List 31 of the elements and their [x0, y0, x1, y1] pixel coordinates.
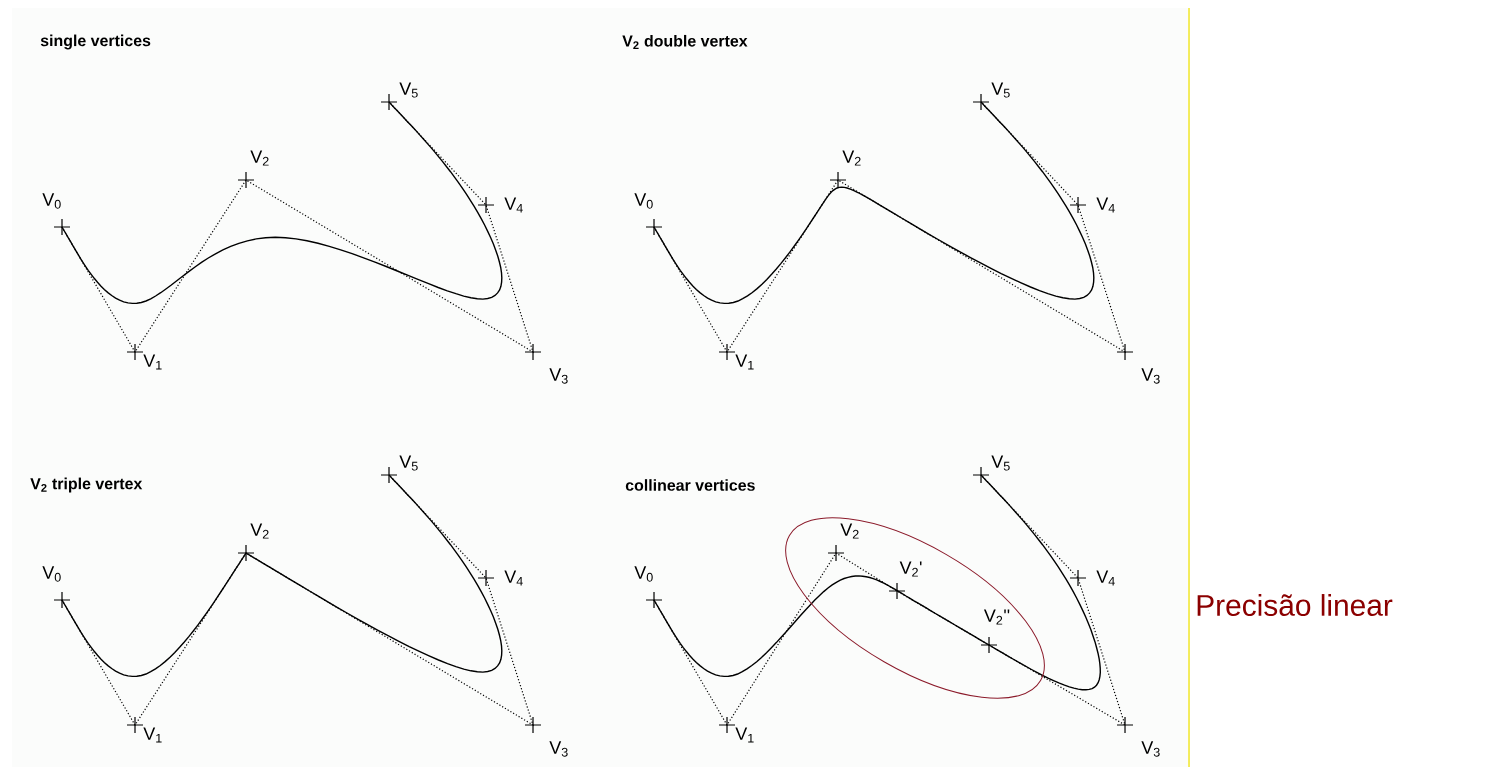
vertex-label: V$_{5}$ [399, 82, 418, 98]
vertex-label: V$_{2}$ [840, 523, 859, 539]
panel-title: collinear vertices [625, 479, 755, 491]
vertex-label: V$_{5}$ [399, 455, 418, 471]
vertex-label: V$_{2}$'' [983, 609, 1010, 625]
vertex-label: V$_{2}$' [899, 561, 922, 577]
vertex-label: V$_{1}$ [735, 354, 754, 370]
annotation-text: Precisão linear [1197, 594, 1393, 616]
vertex-label: V$_{1}$ [143, 727, 162, 743]
vertex-label: V$_{1}$ [735, 727, 754, 743]
panel-title: V$_{2}$ double vertex [622, 34, 748, 50]
vertex-label: V$_{2}$ [250, 150, 269, 166]
panel-title: V$_{2}$ triple vertex [30, 477, 143, 493]
vertex-label: V$_{5}$ [991, 82, 1010, 98]
vertex-label: V$_{4}$ [1096, 570, 1115, 586]
vertex-label: V$_{3}$ [549, 368, 568, 384]
vertex-label: V$_{2}$ [842, 150, 861, 166]
vertex-label: V$_{4}$ [1096, 197, 1115, 213]
vertex-label: V$_{0}$ [634, 193, 653, 209]
vertex-label: V$_{0}$ [42, 193, 61, 209]
vertex-label: V$_{2}$ [250, 523, 269, 539]
vertex-label: V$_{3}$ [1141, 368, 1160, 384]
vertex-label: V$_{0}$ [42, 566, 61, 582]
vertex-label: V$_{1}$ [143, 354, 162, 370]
vertex-label: V$_{0}$ [634, 566, 653, 582]
vertex-label: V$_{4}$ [504, 570, 523, 586]
vertex-label: V$_{3}$ [549, 741, 568, 757]
vertex-label: V$_{4}$ [504, 197, 523, 213]
vertex-label: V$_{3}$ [1141, 741, 1160, 757]
panel-title: single vertices [40, 34, 151, 50]
vertex-label: V$_{5}$ [991, 455, 1010, 471]
